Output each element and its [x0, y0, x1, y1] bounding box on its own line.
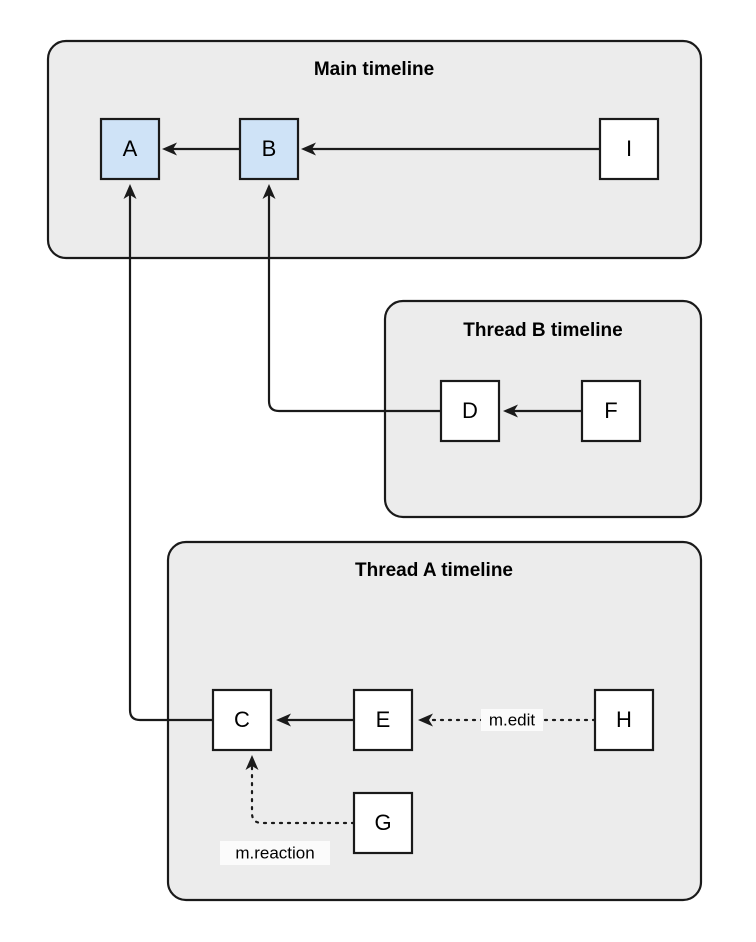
event-node-label-G: G — [374, 810, 391, 835]
timeline-group-threadB: Thread B timeline — [383, 299, 703, 519]
edge-H-E — [418, 713, 597, 727]
edge-label-text-G-C: m.reaction — [235, 843, 314, 862]
event-node-label-I: I — [626, 136, 632, 161]
edge-label-G-C: m.reaction — [220, 841, 330, 865]
edge-arrowhead-B-A — [162, 142, 177, 156]
event-node-label-F: F — [604, 398, 617, 423]
event-node-E[interactable]: E — [352, 688, 414, 752]
event-node-box-A[interactable] — [99, 117, 161, 181]
edge-C-A — [123, 184, 213, 722]
edge-label-H-E: m.edit — [481, 709, 543, 731]
event-node-box-G[interactable] — [352, 791, 414, 855]
edge-G-C — [245, 755, 356, 825]
event-node-box-D[interactable] — [439, 379, 501, 443]
edges-layer — [123, 142, 600, 825]
edge-arrowhead-G-C — [245, 755, 259, 770]
event-node-D[interactable]: D — [439, 379, 501, 443]
event-node-A[interactable]: A — [99, 117, 161, 181]
event-node-box-H[interactable] — [593, 688, 655, 752]
event-node-G[interactable]: G — [352, 791, 414, 855]
edge-label-text-H-E: m.edit — [489, 710, 536, 729]
event-node-label-E: E — [376, 707, 391, 732]
event-node-box-C[interactable] — [211, 688, 273, 752]
edge-line-D-B — [267, 192, 441, 413]
edge-arrowhead-C-A — [123, 184, 137, 199]
edge-F-D — [503, 404, 582, 418]
edge-D-B — [262, 184, 441, 413]
edge-E-C — [276, 713, 354, 727]
edge-line-C-A — [128, 192, 213, 722]
event-node-label-B: B — [262, 136, 277, 161]
edge-arrowhead-E-C — [276, 713, 291, 727]
event-node-box-B[interactable] — [238, 117, 300, 181]
event-node-H[interactable]: H — [593, 688, 655, 752]
event-node-box-F[interactable] — [580, 379, 642, 443]
event-node-label-D: D — [462, 398, 478, 423]
edge-B-A — [162, 142, 240, 156]
edge-arrowhead-H-E — [418, 713, 433, 727]
edge-label-background-H-E — [481, 709, 543, 731]
event-node-C[interactable]: C — [211, 688, 273, 752]
edge-label-background-G-C — [220, 841, 330, 865]
event-node-B[interactable]: B — [238, 117, 300, 181]
event-node-label-A: A — [123, 136, 138, 161]
event-node-F[interactable]: F — [580, 379, 642, 443]
group-title-threadB: Thread B timeline — [463, 320, 622, 341]
group-title-threadA: Thread A timeline — [355, 560, 513, 581]
event-node-box-E[interactable] — [352, 688, 414, 752]
edge-arrowhead-F-D — [503, 404, 518, 418]
edge-I-B — [301, 142, 600, 156]
edge-arrowhead-I-B — [301, 142, 316, 156]
edge-labels-layer: m.edit m.reaction — [220, 709, 543, 865]
nodes-layer: A B I D F C E H G — [99, 117, 660, 855]
event-node-I[interactable]: I — [598, 117, 660, 181]
event-node-box-I[interactable] — [598, 117, 660, 181]
group-background-threadB — [383, 299, 703, 519]
edge-arrowhead-D-B — [262, 184, 276, 199]
group-title-main: Main timeline — [314, 59, 434, 80]
event-node-label-C: C — [234, 707, 250, 732]
event-node-label-H: H — [616, 707, 632, 732]
